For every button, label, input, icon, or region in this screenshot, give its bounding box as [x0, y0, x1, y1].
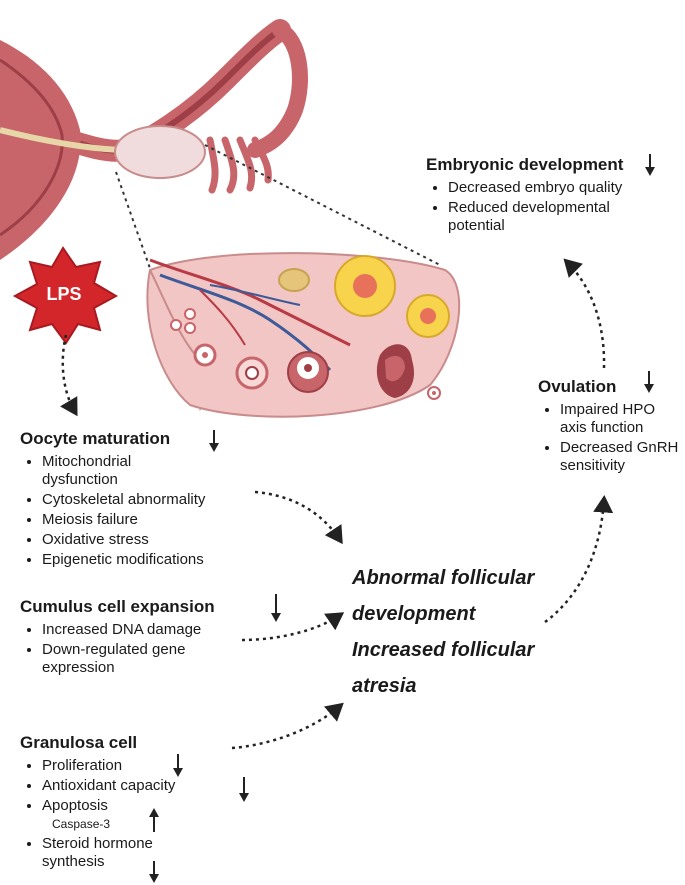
ovulation-section: Ovulation Impaired HPO axis function Dec…: [538, 376, 683, 477]
granulosa-cell-section: Granulosa cell Proliferation Antioxidant…: [20, 732, 260, 873]
list-item: Oxidative stress: [42, 531, 267, 549]
oocyte-maturation-section: Oocyte maturation Mitochondrial dysfunct…: [20, 428, 270, 571]
direction-indicators: [149, 154, 655, 883]
ovulation-title: Ovulation: [538, 377, 617, 396]
apoptosis-label: Apoptosis: [42, 797, 108, 814]
granulosa-cell-title: Granulosa cell: [20, 733, 138, 752]
list-item: Cytoskeletal abnormality: [42, 491, 267, 509]
arrow-center-to-ovulation: [544, 495, 614, 624]
list-item: Meiosis failure: [42, 511, 267, 529]
list-item: Antioxidant capacity: [42, 777, 242, 795]
embryonic-development-list: Decreased embryo quality Reduced develop…: [426, 179, 638, 235]
oocyte-maturation-list: Mitochondrial dysfunction Cytoskeletal a…: [20, 453, 267, 569]
zoom-line-right: [204, 144, 441, 266]
list-item: Steroid hormone synthesis: [42, 835, 202, 871]
arrow-oocyte-to-center: [254, 490, 343, 545]
list-item: Proliferation: [42, 757, 242, 775]
caspase-label: Caspase-3: [52, 817, 111, 831]
list-item: Decreased GnRH sensitivity: [560, 439, 685, 475]
cumulus-expansion-list: Increased DNA damage Down-regulated gene…: [20, 621, 202, 677]
lps-label: LPS: [46, 284, 82, 304]
list-item: Reduced developmental potential: [448, 199, 638, 235]
outcome-follicular-atresia: Increased follicular atresia: [352, 639, 535, 697]
arrow-lps-to-oocyte: [60, 334, 78, 417]
list-item: Decreased embryo quality: [448, 179, 638, 197]
list-item: Increased DNA damage: [42, 621, 202, 639]
arrow-granulosa-to-center: [231, 702, 344, 750]
arrow-ovulation-to-embryonic: [563, 258, 606, 369]
oocyte-maturation-title: Oocyte maturation: [20, 429, 171, 448]
list-item: Down-regulated gene expression: [42, 641, 202, 677]
cumulus-expansion-title: Cumulus cell expansion: [20, 597, 215, 616]
arrow-cumulus-to-center: [241, 612, 345, 642]
ovulation-list: Impaired HPO axis function Decreased GnR…: [538, 401, 685, 475]
embryonic-development-section: Embryonic development Decreased embryo q…: [426, 154, 676, 237]
list-item: Mitochondrial dysfunction: [42, 453, 192, 489]
ovary-illustration: [146, 252, 461, 418]
outcome-abnormal-development: Abnormal follicular development: [352, 567, 535, 625]
cumulus-expansion-section: Cumulus cell expansion Increased DNA dam…: [20, 596, 270, 679]
central-outcome: Abnormal follicular development Increase…: [352, 560, 592, 704]
list-item: Apoptosis Caspase-3: [42, 797, 242, 833]
list-item: Epigenetic modifications: [42, 551, 267, 569]
uterus-illustration: [0, 19, 308, 260]
granulosa-cell-list: Proliferation Antioxidant capacity Apopt…: [20, 757, 242, 871]
lps-burst-shape: [12, 246, 119, 345]
embryonic-development-title: Embryonic development: [426, 155, 624, 174]
list-item: Impaired HPO axis function: [560, 401, 685, 437]
